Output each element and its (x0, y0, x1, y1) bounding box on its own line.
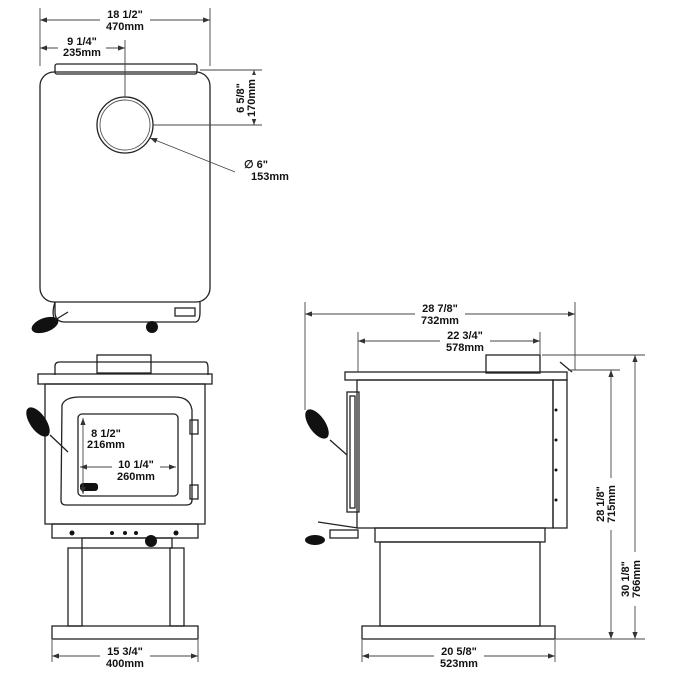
side-handle-icon (305, 409, 329, 439)
base-width-metric: 400mm (106, 658, 144, 670)
top-rear-strip (54, 63, 198, 75)
flue-collar (96, 96, 154, 154)
glass-width-metric: 260mm (117, 471, 155, 483)
overall-depth-imperial: 28 7/8" (422, 303, 458, 315)
door (60, 396, 193, 506)
hinge-top (189, 419, 199, 435)
overall-depth-metric: 732mm (421, 315, 459, 327)
front-base (51, 625, 199, 640)
pedestal (379, 541, 541, 627)
flue-offset-metric: 235mm (63, 47, 101, 59)
front-body (44, 383, 206, 525)
flue-back-imperial: 6 5/8" (235, 83, 247, 113)
side-flue-box (485, 354, 541, 374)
leg-right (169, 547, 185, 627)
flue-diameter-metric: 153mm (251, 171, 289, 183)
width-metric: 470mm (106, 21, 144, 33)
side-base (361, 625, 556, 640)
side-view: 28 7/8" 732mm 22 3/4" 578mm 20 5/8" 523m… (304, 302, 647, 670)
overall-height-imperial: 30 1/8" (620, 561, 632, 597)
foot-icon (146, 321, 158, 333)
body-depth-metric: 578mm (446, 342, 484, 354)
side-body (356, 379, 554, 529)
base-depth-metric: 523mm (440, 658, 478, 670)
top-front-edge (54, 302, 201, 323)
top-plate (37, 373, 213, 385)
overall-height-metric: 766mm (631, 560, 643, 598)
flue-back-metric: 170mm (246, 79, 258, 117)
flue-height-imperial: 28 1/8" (595, 486, 607, 522)
flue-box (96, 354, 152, 374)
door-handle-icon (26, 407, 50, 437)
front-view: 8 1/2" 216mm 10 1/4" 260mm 15 3/4" 400mm (26, 354, 213, 670)
door-glass (77, 413, 179, 497)
glass-height-metric: 216mm (87, 439, 125, 451)
glass-height-imperial: 8 1/2" (91, 428, 121, 440)
side-door (346, 391, 360, 513)
leg-left (67, 547, 83, 627)
side-knob-icon (305, 535, 325, 545)
hinge-bottom (189, 484, 199, 500)
top-body (39, 71, 211, 303)
glass-width-imperial: 10 1/4" (118, 459, 154, 471)
body-depth-imperial: 22 3/4" (447, 330, 483, 342)
base-depth-imperial: 20 5/8" (441, 646, 477, 658)
width-imperial: 18 1/2" (107, 9, 143, 21)
knob-icon (145, 535, 157, 547)
base-width-imperial: 15 3/4" (107, 646, 143, 658)
flue-offset-imperial: 9 1/4" (67, 36, 97, 48)
handle-icon (31, 316, 59, 334)
flue-height-metric: 715mm (606, 485, 618, 523)
flue-diameter-imperial: ∅ 6" (244, 159, 268, 171)
top-view: 18 1/2" 470mm 9 1/4" 235mm 6 5/8" 170mm … (31, 8, 289, 334)
